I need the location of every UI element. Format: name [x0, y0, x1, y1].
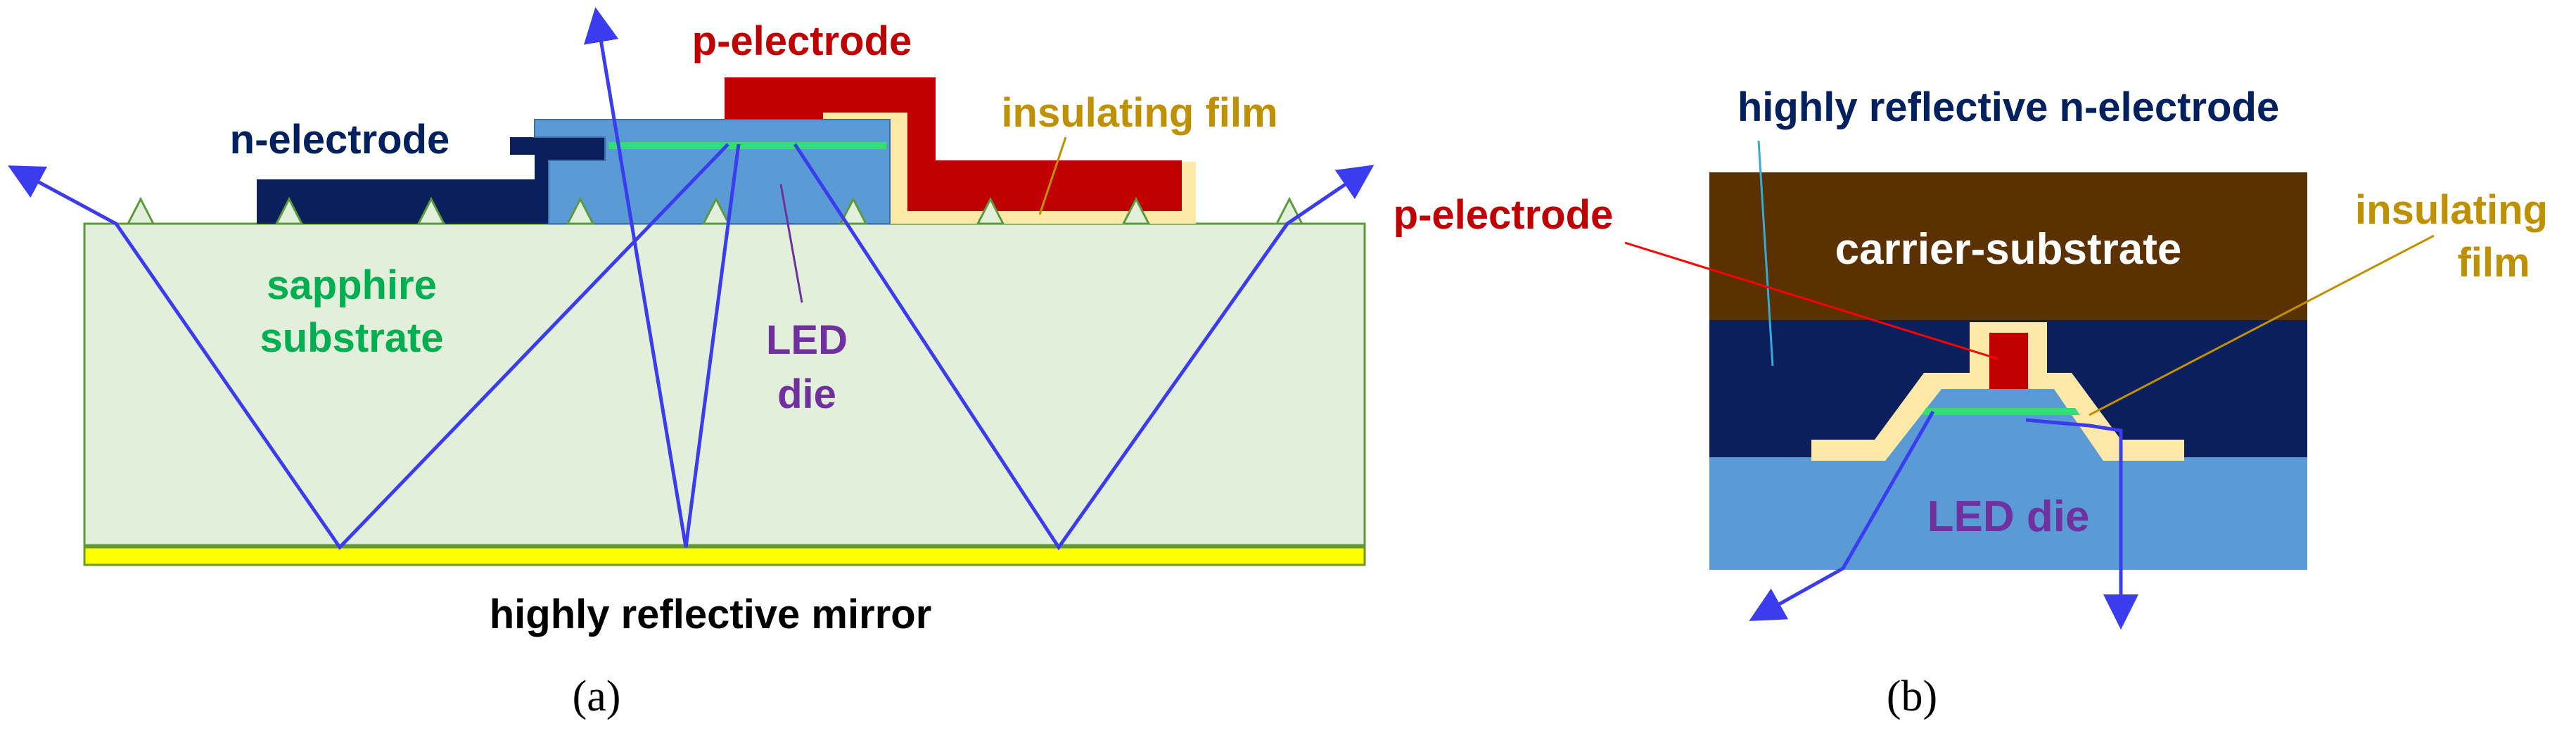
carrier-substrate-label: carrier-substrate	[1835, 225, 2182, 274]
insulating-film-label-b1: insulating	[2355, 187, 2548, 233]
panel-b: highly reflective n-electrode p-electrod…	[1394, 84, 2548, 720]
active-layer-a	[608, 142, 886, 149]
n-electrode-label-a: n-electrode	[230, 117, 450, 162]
p-electrode-leader-b	[1624, 241, 1998, 360]
sapphire-label-line2: substrate	[260, 315, 443, 361]
sapphire-substrate	[83, 222, 1366, 547]
caption-b: (b)	[1887, 673, 1937, 720]
insulating-film-label-a: insulating film	[1001, 90, 1277, 136]
light-rays-a	[8, 7, 1375, 551]
surface-texture	[126, 196, 1304, 225]
led-die-leader-a	[779, 184, 803, 303]
reflective-mirror	[83, 546, 1366, 566]
led-die-label-line2: die	[777, 371, 836, 417]
carrier-substrate	[1709, 172, 2307, 320]
n-electrode-leader-b	[1757, 140, 1774, 367]
p-electrode-label-a: p-electrode	[692, 18, 912, 64]
mirror-label: highly reflective mirror	[490, 592, 932, 637]
insulating-film-leader-b	[2089, 234, 2435, 416]
n-electrode-label-b: highly reflective n-electrode	[1737, 84, 2279, 130]
insulating-film-leader-a	[1038, 136, 1067, 215]
p-electrode-b	[1989, 333, 2028, 389]
active-layer-b	[1921, 408, 2080, 415]
n-electrode-a	[257, 137, 605, 224]
sapphire-label-line1: sapphire	[267, 262, 437, 308]
led-die-b	[1709, 457, 2307, 570]
caption-a: (a)	[573, 673, 621, 720]
light-rays-b	[1749, 410, 2138, 630]
p-electrode-label-b: p-electrode	[1394, 192, 1614, 238]
led-die-label-b: LED die	[1927, 492, 2090, 541]
led-die-label-line1: LED	[766, 317, 848, 363]
panel-a: p-electrode n-electrode insulating film …	[8, 7, 1375, 720]
p-electrode-a	[725, 77, 1182, 211]
insulating-film-label-b2: film	[2457, 240, 2530, 286]
led-mesa-b	[1885, 389, 2103, 461]
